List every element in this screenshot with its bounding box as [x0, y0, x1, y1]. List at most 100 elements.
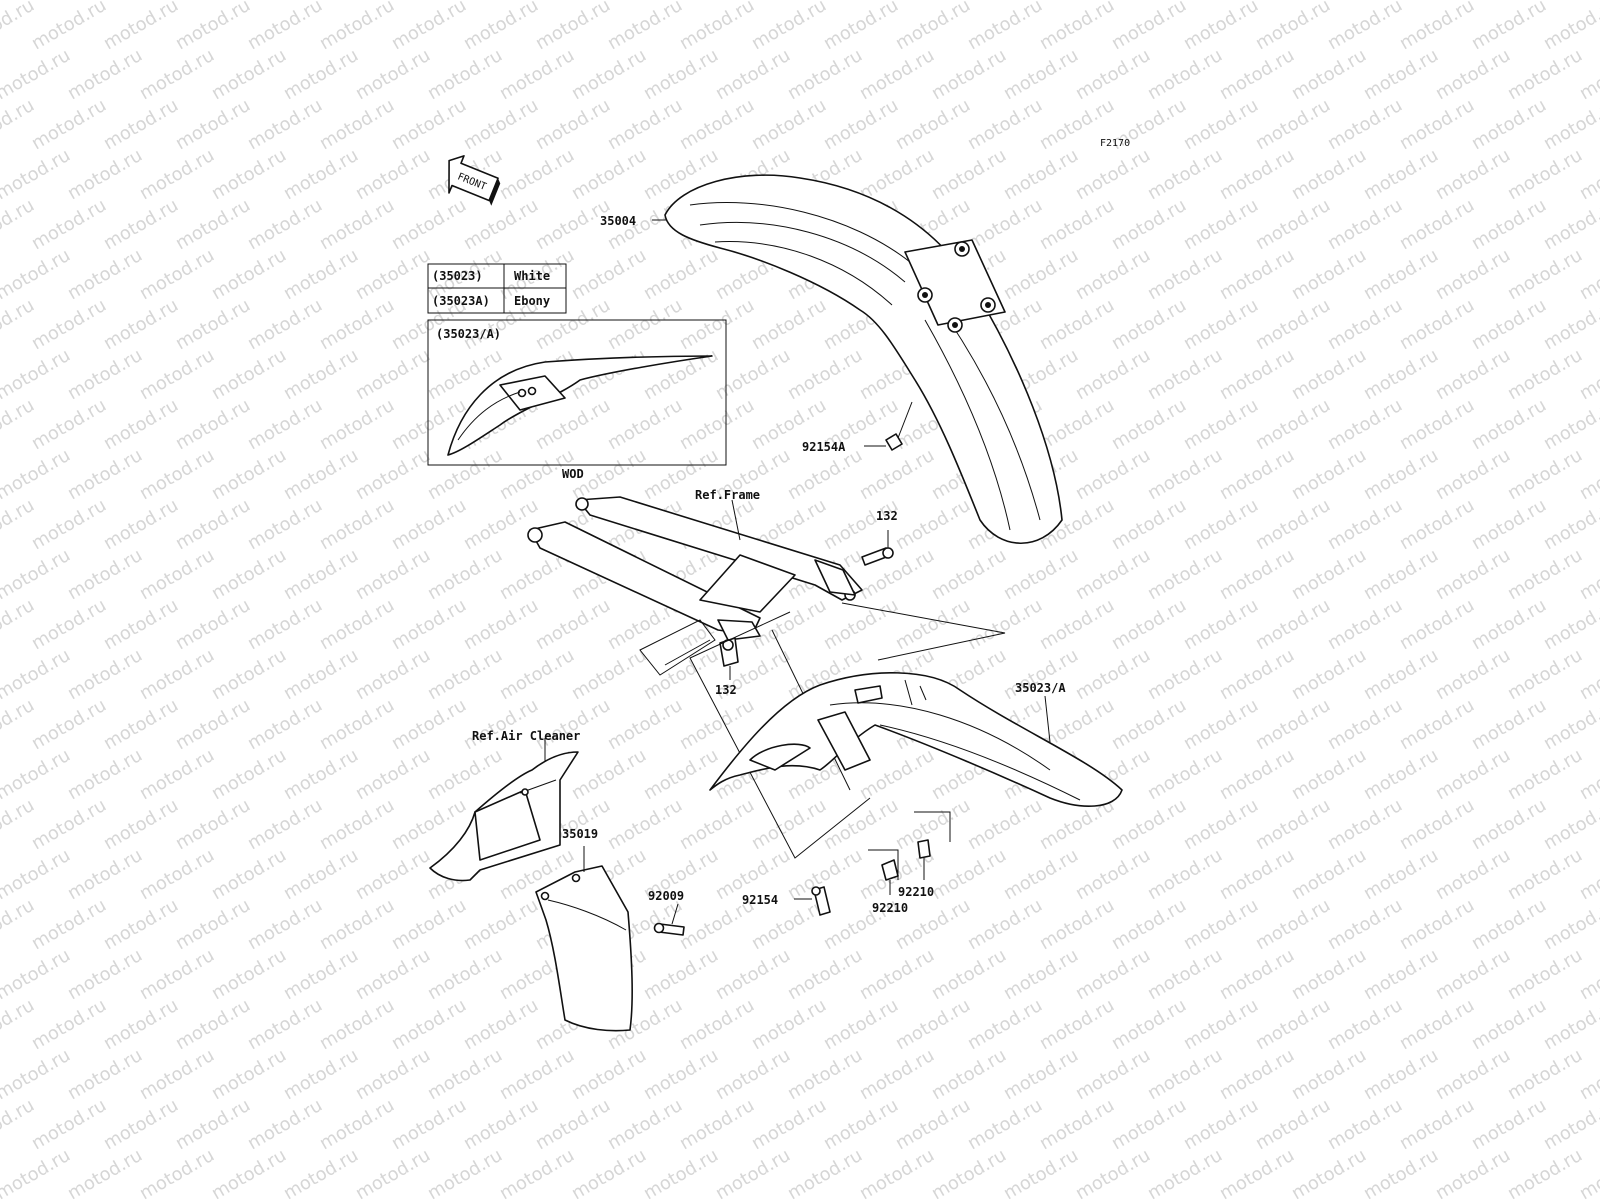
watermark-text: motod.ru [244, 695, 326, 754]
watermark-text: motod.ru [568, 1045, 650, 1104]
watermark-text: motod.ru [1072, 545, 1154, 604]
watermark-text: motod.ru [172, 95, 254, 154]
watermark-text: motod.ru [1324, 795, 1406, 854]
watermark-text: motod.ru [1108, 895, 1190, 954]
watermark-text: motod.ru [1504, 345, 1586, 404]
watermark-text: motod.ru [1468, 1095, 1550, 1154]
watermark-text: motod.ru [388, 0, 470, 54]
watermark-text: motod.ru [316, 695, 398, 754]
watermark-text: motod.ru [928, 945, 1010, 1004]
watermark-text: motod.ru [424, 645, 506, 704]
variant-table: (35023) White (35023A) Ebony [427, 263, 567, 314]
watermark-text: motod.ru [316, 895, 398, 954]
watermark-text: motod.ru [0, 245, 74, 304]
watermark-text: motod.ru [1216, 0, 1298, 4]
watermark-text: motod.ru [460, 995, 542, 1054]
watermark-text: motod.ru [136, 1045, 218, 1104]
watermark-text: motod.ru [388, 695, 470, 754]
watermark-text: motod.ru [1540, 495, 1600, 554]
watermark-text: motod.ru [1180, 95, 1262, 154]
watermark-text: motod.ru [316, 595, 398, 654]
watermark-text: motod.ru [28, 95, 110, 154]
watermark-text: motod.ru [1144, 745, 1226, 804]
watermark-text: motod.ru [1072, 145, 1154, 204]
watermark-text: motod.ru [0, 1045, 74, 1104]
watermark-text: motod.ru [208, 745, 290, 804]
watermark-text: motod.ru [640, 45, 722, 104]
watermark-text: motod.ru [388, 995, 470, 1054]
watermark-text: motod.ru [0, 745, 74, 804]
watermark-text: motod.ru [1324, 395, 1406, 454]
watermark-text: motod.ru [280, 845, 362, 904]
watermark-text: motod.ru [1108, 795, 1190, 854]
label-92009: 92009 [648, 889, 684, 903]
watermark-text: motod.ru [1360, 0, 1442, 4]
watermark-text: motod.ru [1252, 595, 1334, 654]
label-132-upper: 132 [876, 509, 898, 523]
watermark-text: motod.ru [100, 895, 182, 954]
watermark-text: motod.ru [1396, 395, 1478, 454]
watermark-text: motod.ru [1252, 1095, 1334, 1154]
watermark-text: motod.ru [856, 545, 938, 604]
watermark-text: motod.ru [244, 0, 326, 54]
watermark-text: motod.ru [604, 395, 686, 454]
watermark-text: motod.ru [604, 1095, 686, 1154]
watermark-text: motod.ru [172, 1095, 254, 1154]
watermark-text: motod.ru [1252, 695, 1334, 754]
watermark-text: motod.ru [172, 595, 254, 654]
watermark-text: motod.ru [1144, 345, 1226, 404]
watermark-text: motod.ru [136, 145, 218, 204]
watermark-text: motod.ru [496, 1045, 578, 1104]
watermark-text: motod.ru [208, 0, 290, 4]
watermark-text: motod.ru [1504, 1045, 1586, 1104]
watermark-text: motod.ru [1504, 845, 1586, 904]
watermark-text: motod.ru [1540, 395, 1600, 454]
watermark-text: motod.ru [784, 45, 866, 104]
watermark-text: motod.ru [64, 45, 146, 104]
watermark-text: motod.ru [388, 895, 470, 954]
watermark-text: motod.ru [1144, 945, 1226, 1004]
watermark-text: motod.ru [712, 0, 794, 4]
watermark-text: motod.ru [1252, 495, 1334, 554]
watermark-text: motod.ru [100, 395, 182, 454]
watermark-text: motod.ru [604, 695, 686, 754]
watermark-text: motod.ru [28, 795, 110, 854]
watermark-text: motod.ru [1180, 695, 1262, 754]
watermark-text: motod.ru [676, 395, 758, 454]
watermark-text: motod.ru [316, 395, 398, 454]
watermark-text: motod.ru [892, 795, 974, 854]
watermark-text: motod.ru [892, 495, 974, 554]
watermark-text: motod.ru [1216, 245, 1298, 304]
watermark-text: motod.ru [316, 795, 398, 854]
watermark-text: motod.ru [64, 545, 146, 604]
watermark-text: motod.ru [1504, 245, 1586, 304]
watermark-text: motod.ru [1504, 545, 1586, 604]
watermark-text: motod.ru [1252, 295, 1334, 354]
watermark-text: motod.ru [1180, 795, 1262, 854]
watermark-text: motod.ru [172, 795, 254, 854]
watermark-text: motod.ru [352, 0, 434, 4]
watermark-text: motod.ru [928, 845, 1010, 904]
watermark-text: motod.ru [676, 0, 758, 54]
watermark-text: motod.ru [64, 1045, 146, 1104]
watermark-text: motod.ru [1324, 95, 1406, 154]
watermark-text: motod.ru [460, 495, 542, 554]
watermark-text: motod.ru [532, 595, 614, 654]
watermark-text: motod.ru [0, 945, 74, 1004]
watermark-text: motod.ru [100, 695, 182, 754]
watermark-text: motod.ru [100, 995, 182, 1054]
watermark-text: motod.ru [928, 1145, 1010, 1200]
watermark-text: motod.ru [460, 95, 542, 154]
label-35019: 35019 [562, 827, 598, 841]
watermark-text: motod.ru [352, 1045, 434, 1104]
watermark-text: motod.ru [1144, 645, 1226, 704]
watermark-text: motod.ru [1108, 195, 1190, 254]
watermark-text: motod.ru [1396, 595, 1478, 654]
watermark-text: motod.ru [1324, 595, 1406, 654]
watermark-text: motod.ru [1360, 845, 1442, 904]
watermark-text: motod.ru [424, 1045, 506, 1104]
watermark-text: motod.ru [352, 845, 434, 904]
diagram-code: F2170 [1100, 138, 1130, 149]
watermark-text: motod.ru [172, 0, 254, 54]
watermark-text: motod.ru [1180, 395, 1262, 454]
